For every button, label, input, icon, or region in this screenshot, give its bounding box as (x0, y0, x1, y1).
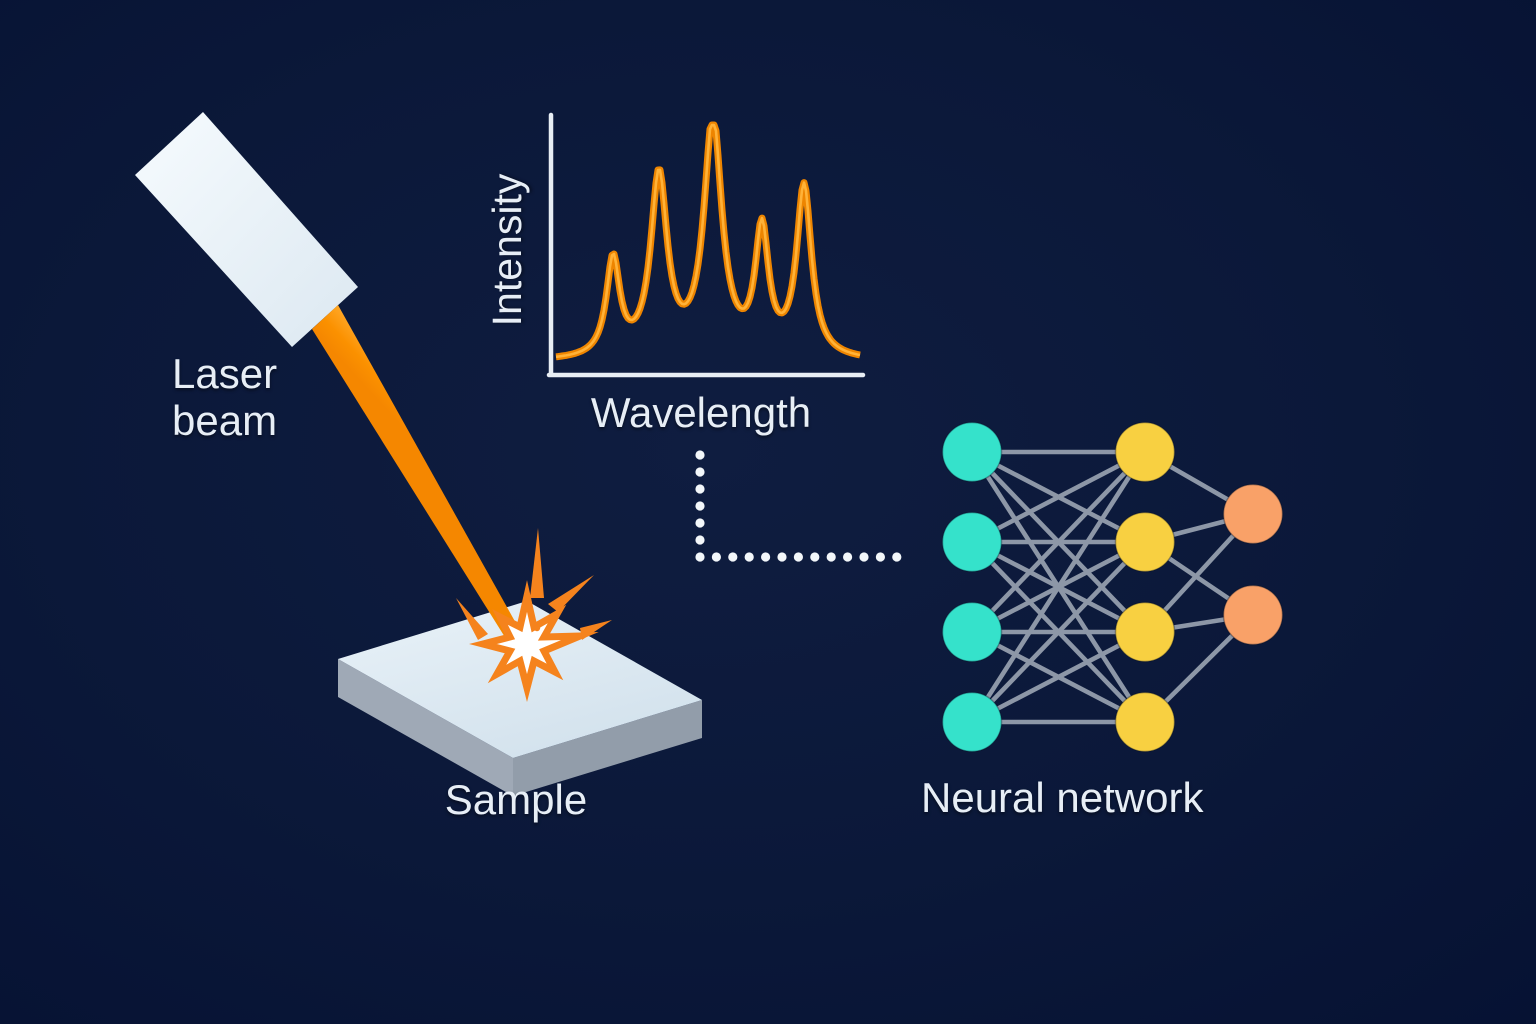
laser-beam-label: Laser beam (172, 350, 278, 444)
connector-dot (793, 552, 804, 562)
network-edge (970, 540, 1147, 724)
connector-dot (826, 552, 836, 562)
network-edges (970, 449, 1255, 725)
spectrum-curve (554, 121, 862, 361)
spark-burst-icon (456, 528, 612, 702)
connector-dot (695, 484, 705, 494)
network-node-input (941, 601, 1003, 663)
neural-network-label: Neural network (921, 774, 1204, 821)
connector-dot (843, 552, 853, 562)
connector-dot (728, 552, 738, 562)
connector-dot (711, 552, 722, 562)
spectrum-axes (546, 112, 866, 378)
network-nodes (941, 421, 1284, 753)
network-node-output (1222, 483, 1284, 545)
intensity-axis-label: Intensity (484, 173, 530, 327)
connector-dot (892, 552, 902, 562)
network-node-hidden (1114, 601, 1176, 663)
sample-label: Sample (444, 776, 588, 823)
network-edge (970, 450, 1147, 724)
connector-dot (695, 467, 705, 477)
laser-device-icon (135, 112, 358, 347)
wavelength-axis-label: Wavelength (590, 389, 812, 436)
sample-slab-icon (338, 601, 702, 796)
connector-dot (810, 552, 820, 562)
connector-dot (695, 552, 705, 562)
network-node-hidden (1114, 691, 1176, 753)
network-node-input (941, 511, 1003, 573)
network-node-input (941, 691, 1003, 753)
connector-dot (777, 552, 787, 562)
connector-dot (761, 552, 771, 562)
network-node-input (941, 421, 1003, 483)
network-edge (970, 629, 1147, 725)
connector-dot (695, 518, 705, 528)
network-node-hidden (1114, 421, 1176, 483)
connector-dot (695, 501, 705, 511)
network-node-hidden (1114, 511, 1176, 573)
connector-dots-icon (695, 450, 902, 562)
network-node-output (1222, 584, 1284, 646)
network-edge (970, 450, 1147, 634)
connector-dot (859, 552, 869, 562)
connector-dot (695, 450, 705, 460)
connector-dot (875, 552, 886, 562)
network-edge (970, 449, 1147, 545)
connector-dot (695, 535, 705, 545)
connector-dot (744, 552, 754, 562)
laser-beam-ray-icon (312, 305, 522, 642)
